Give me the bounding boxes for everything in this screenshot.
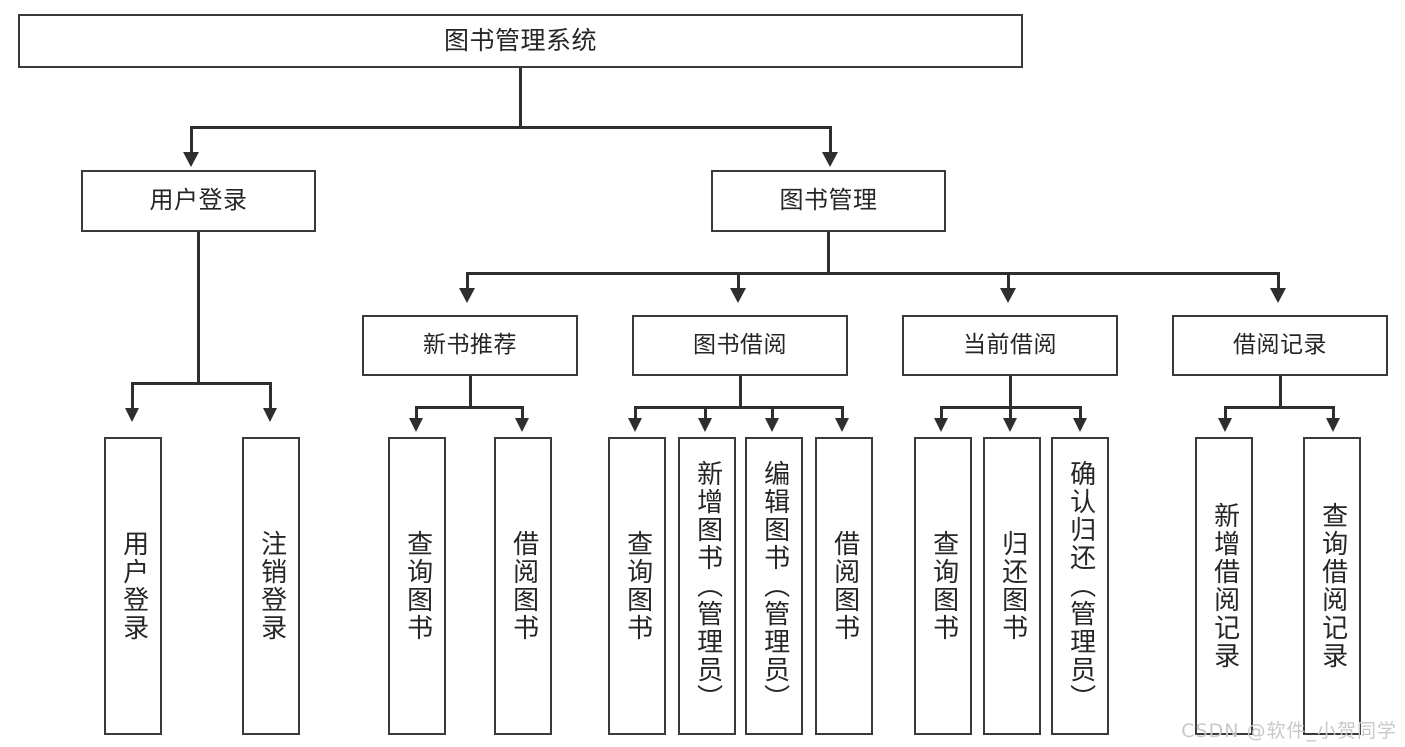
connector-user-login-bus [131, 382, 269, 385]
connector-root-stem [519, 68, 522, 126]
connector-level3-bus [466, 272, 1279, 275]
node-label: 图书借阅 [693, 332, 787, 359]
node-root-book-management-system[interactable]: 图书管理系统 [18, 14, 1023, 68]
connector-user-login-drop-2 [269, 382, 272, 410]
node-label: 查询借阅记录 [1317, 502, 1348, 670]
node-label: 查询图书 [402, 530, 433, 642]
arrow-to-book-borrow [730, 288, 746, 303]
connector-br-stem [1279, 376, 1282, 406]
node-label: 图书管理 [779, 186, 878, 215]
connector-level3-drop-3 [1007, 272, 1010, 290]
connector-cb-stem [1009, 376, 1012, 406]
arrow-br-leaf-2 [1326, 418, 1340, 432]
leaf-user-login[interactable]: 用户登录 [104, 437, 162, 735]
arrow-to-user-login-leaf [125, 408, 139, 422]
leaf-query-borrow-record[interactable]: 查询借阅记录 [1303, 437, 1361, 735]
connector-bb-drop-3 [771, 406, 774, 420]
connector-nbr-stem [469, 376, 472, 406]
arrow-bb-leaf-1 [628, 418, 642, 432]
arrow-bb-leaf-3 [765, 418, 779, 432]
arrow-cb-leaf-2 [1003, 418, 1017, 432]
connector-nbr-drop-2 [521, 406, 524, 420]
arrow-bb-leaf-4 [835, 418, 849, 432]
connector-cb-drop-3 [1079, 406, 1082, 420]
connector-book-management-stem [827, 232, 830, 272]
leaf-edit-book-admin[interactable]: 编辑图书（管理员） [745, 437, 803, 735]
arrow-to-user-login [183, 152, 199, 167]
node-label: 归还图书 [997, 530, 1028, 642]
arrow-cb-leaf-1 [934, 418, 948, 432]
connector-br-drop-2 [1332, 406, 1335, 420]
leaf-query-book-bb[interactable]: 查询图书 [608, 437, 666, 735]
leaf-add-book-admin[interactable]: 新增图书（管理员） [678, 437, 736, 735]
arrow-bb-leaf-2 [698, 418, 712, 432]
node-label: 新书推荐 [423, 332, 517, 359]
node-label: 查询图书 [622, 530, 653, 642]
arrow-br-leaf-1 [1218, 418, 1232, 432]
leaf-confirm-return-admin[interactable]: 确认归还（管理员） [1051, 437, 1109, 735]
connector-cb-drop-1 [940, 406, 943, 420]
arrow-nbr-leaf-1 [409, 418, 423, 432]
connector-bb-stem [739, 376, 742, 406]
node-label: 图书管理系统 [443, 25, 597, 55]
connector-root-drop-2 [829, 126, 832, 154]
connector-br-bus [1224, 406, 1335, 409]
leaf-query-book-cb[interactable]: 查询图书 [914, 437, 972, 735]
connector-bb-drop-1 [634, 406, 637, 420]
node-borrow-record[interactable]: 借阅记录 [1172, 315, 1388, 376]
connector-bb-drop-2 [704, 406, 707, 420]
node-label: 新增借阅记录 [1209, 502, 1240, 670]
connector-bb-bus [634, 406, 843, 409]
node-current-borrow[interactable]: 当前借阅 [902, 315, 1118, 376]
node-label: 借阅记录 [1233, 332, 1327, 359]
node-label: 当前借阅 [963, 332, 1057, 359]
leaf-return-book[interactable]: 归还图书 [983, 437, 1041, 735]
node-label: 借阅图书 [829, 530, 860, 642]
node-label: 查询图书 [928, 530, 959, 642]
node-label: 注销登录 [256, 530, 287, 642]
leaf-logout[interactable]: 注销登录 [242, 437, 300, 735]
node-label: 用户登录 [118, 530, 149, 642]
arrow-to-new-book-recommend [459, 288, 475, 303]
arrow-cb-leaf-3 [1073, 418, 1087, 432]
leaf-query-book-nbr[interactable]: 查询图书 [388, 437, 446, 735]
connector-root-bus [190, 126, 831, 129]
leaf-borrow-book-nbr[interactable]: 借阅图书 [494, 437, 552, 735]
connector-bb-drop-4 [841, 406, 844, 420]
node-label: 确认归还（管理员） [1065, 460, 1096, 712]
connector-user-login-stem [197, 232, 200, 382]
arrow-to-current-borrow [1000, 288, 1016, 303]
arrow-to-book-management [822, 152, 838, 167]
node-label: 用户登录 [149, 186, 248, 215]
node-label: 新增图书（管理员） [692, 460, 723, 712]
connector-nbr-drop-1 [415, 406, 418, 420]
node-book-management[interactable]: 图书管理 [711, 170, 946, 232]
leaf-add-borrow-record[interactable]: 新增借阅记录 [1195, 437, 1253, 735]
connector-cb-drop-2 [1009, 406, 1012, 420]
arrow-nbr-leaf-2 [515, 418, 529, 432]
leaf-borrow-book-bb[interactable]: 借阅图书 [815, 437, 873, 735]
connector-root-drop-1 [190, 126, 193, 154]
node-book-borrow[interactable]: 图书借阅 [632, 315, 848, 376]
node-new-book-recommend[interactable]: 新书推荐 [362, 315, 578, 376]
node-label: 借阅图书 [508, 530, 539, 642]
connector-level3-drop-2 [737, 272, 740, 290]
node-label: 编辑图书（管理员） [759, 460, 790, 712]
connector-br-drop-1 [1224, 406, 1227, 420]
connector-user-login-drop-1 [131, 382, 134, 410]
arrow-to-logout-leaf [263, 408, 277, 422]
node-user-login[interactable]: 用户登录 [81, 170, 316, 232]
connector-nbr-bus [415, 406, 524, 409]
arrow-to-borrow-record [1270, 288, 1286, 303]
connector-level3-drop-1 [466, 272, 469, 290]
connector-level3-drop-4 [1277, 272, 1280, 290]
